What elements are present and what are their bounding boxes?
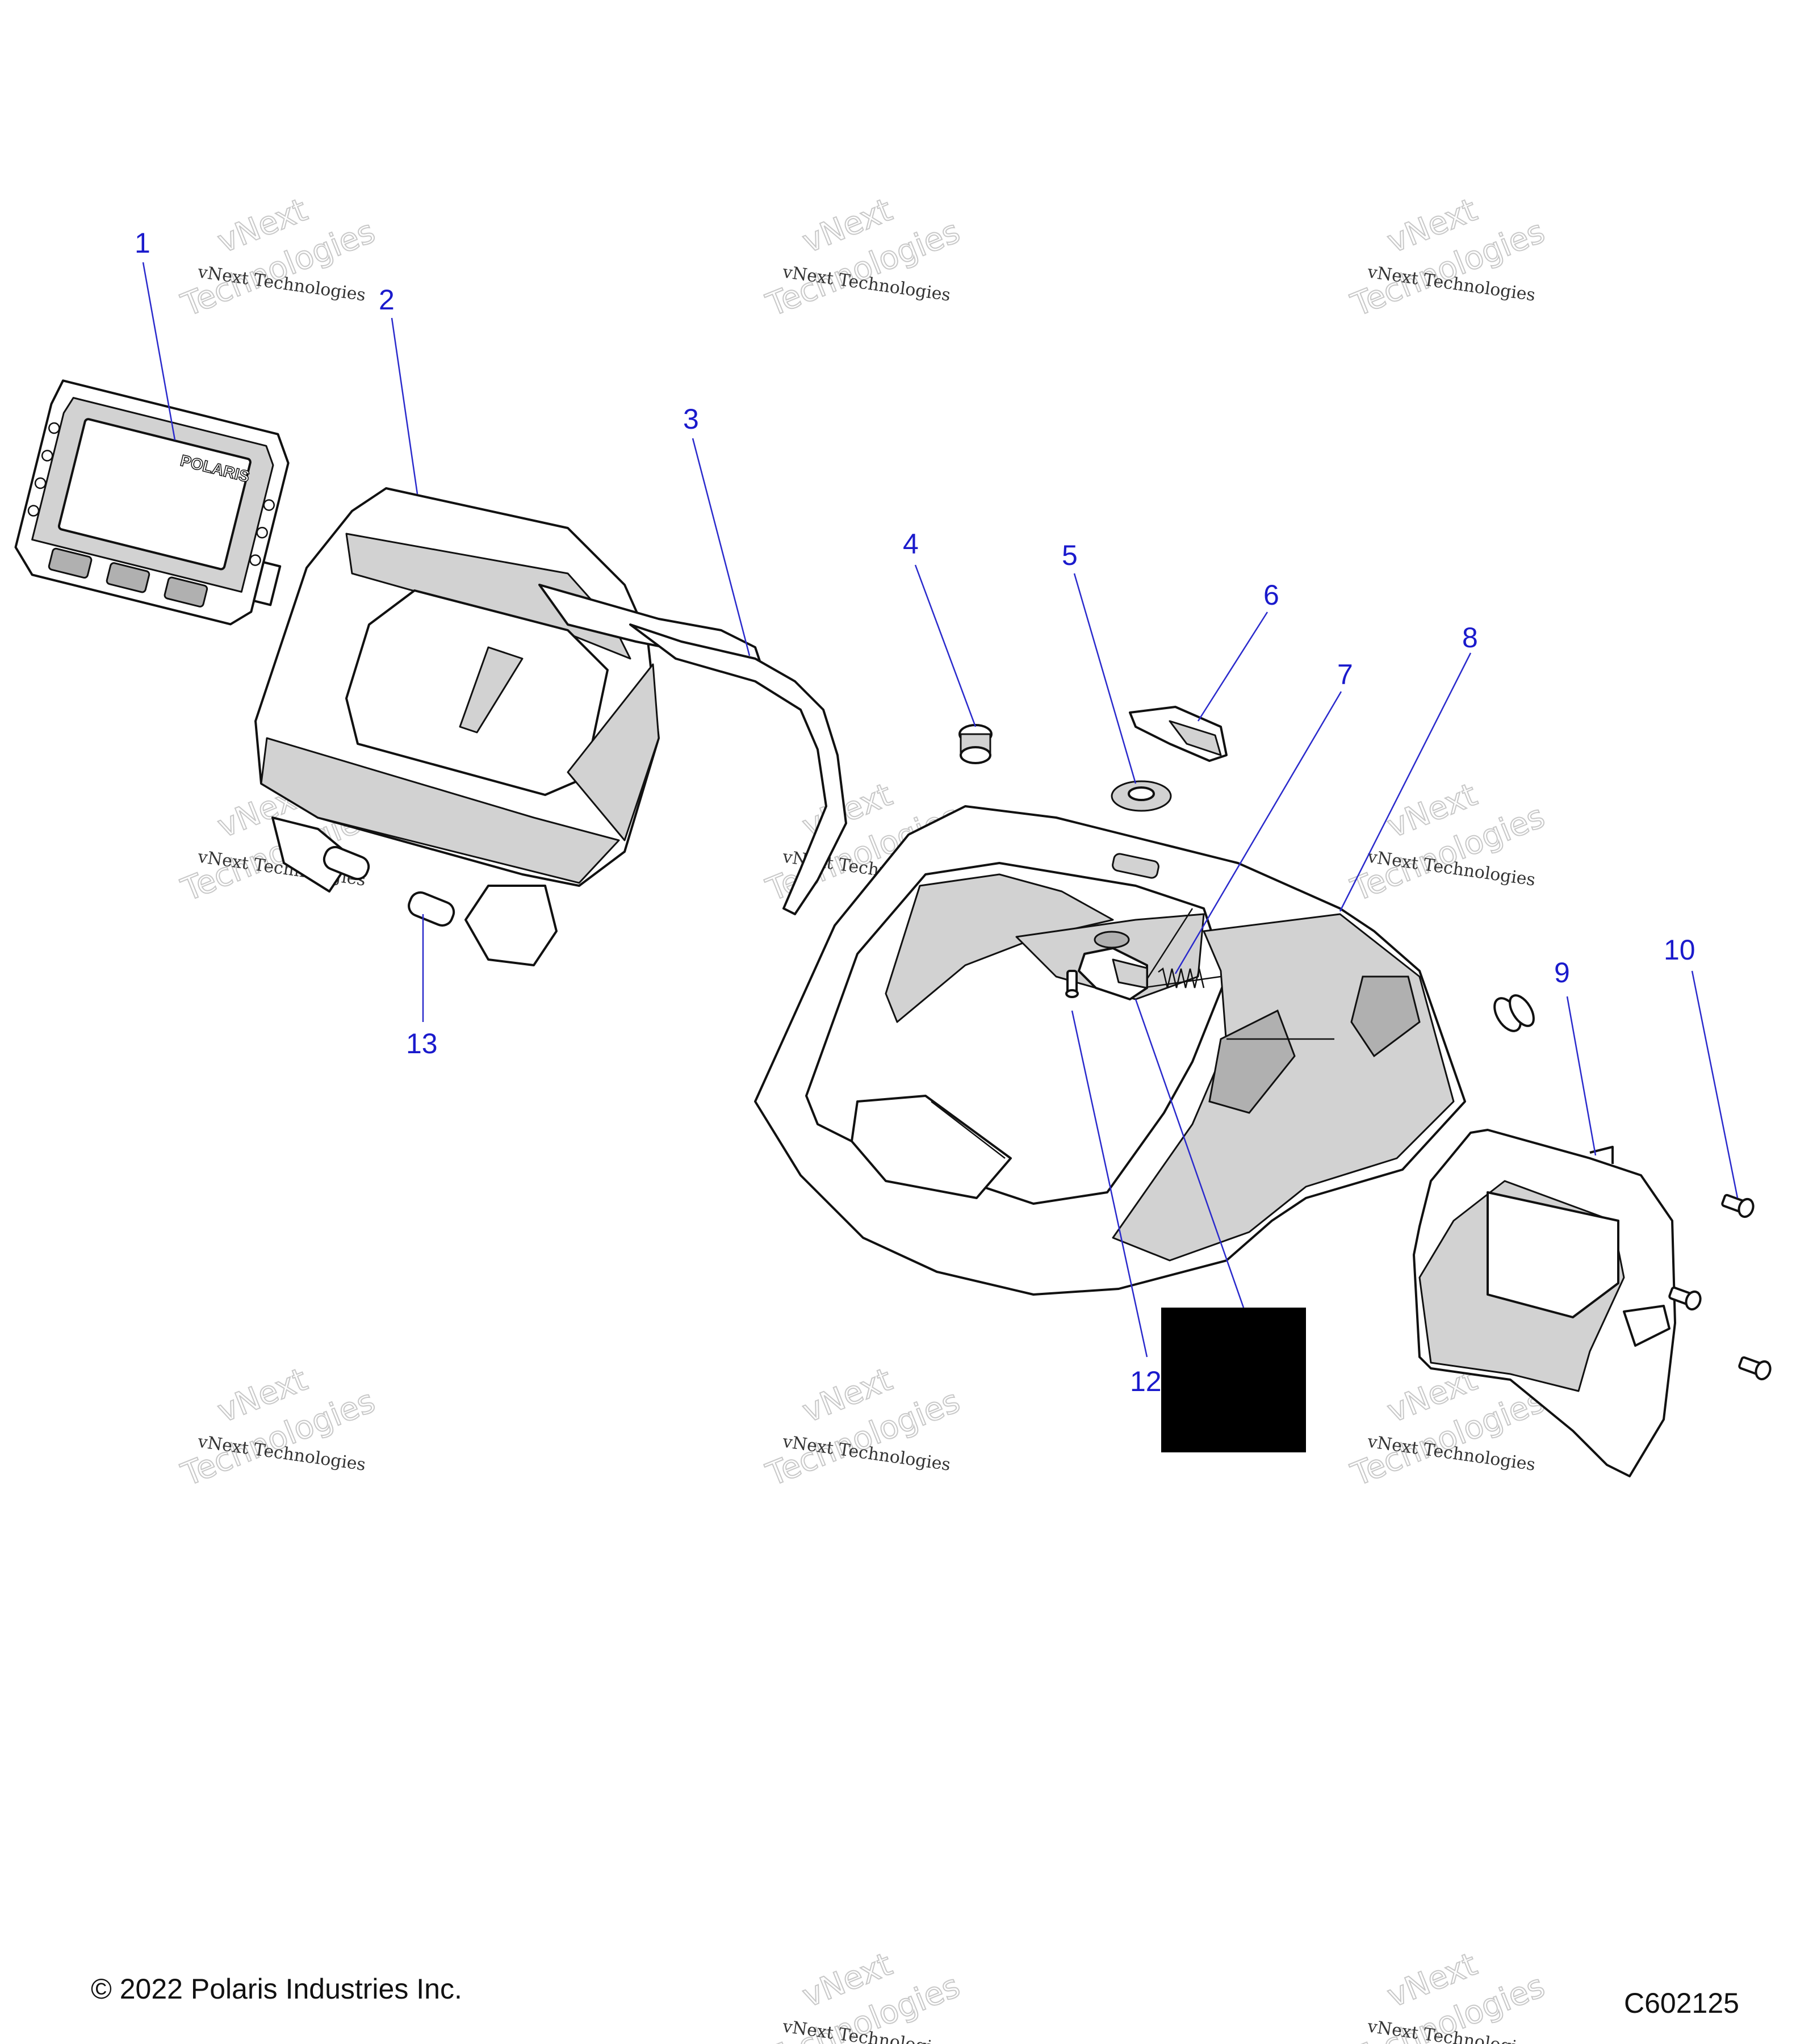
- watermark-top-left: vNext Technologies vNext Technologies: [176, 191, 381, 325]
- part-5-grommet: [1111, 780, 1172, 812]
- callout-7: 7: [1337, 659, 1353, 690]
- part-10-screws: [1668, 1193, 1772, 1381]
- callout-13: 13: [406, 1028, 438, 1059]
- part-8-hood: [754, 805, 1466, 1296]
- part-7-spring: [1158, 967, 1205, 989]
- part-4-plug: [958, 724, 993, 764]
- leader-2: [391, 317, 418, 495]
- part-6-knob: [1129, 706, 1228, 762]
- leader-11: [1134, 999, 1245, 1308]
- callout-9: 9: [1554, 957, 1570, 989]
- callout-4: 4: [903, 528, 919, 560]
- leader-7: [1174, 691, 1342, 974]
- leader-5: [1073, 573, 1137, 784]
- leader-3: [692, 438, 751, 656]
- callout-8: 8: [1462, 622, 1478, 654]
- callout-10: 10: [1664, 934, 1695, 966]
- watermark-bottom-center: vNext Technologies vNext Technologies: [761, 1945, 966, 2044]
- watermark-mid-right: vNext Technologies vNext Technologies: [1346, 776, 1551, 910]
- part-13-pins: [323, 845, 455, 927]
- leader-1: [142, 262, 176, 441]
- watermark-bottom-right: vNext Technologies vNext Technologies: [1346, 1945, 1551, 2044]
- leader-lines: [142, 262, 1739, 1358]
- leader-12: [1071, 1010, 1148, 1358]
- leader-8: [1339, 652, 1472, 912]
- watermark-top-center: vNext Technologies vNext Technologies: [761, 191, 966, 325]
- callout-3: 3: [683, 403, 699, 435]
- watermark-low-center: vNext Technologies vNext Technologies: [761, 1360, 966, 1494]
- leader-4: [914, 564, 977, 727]
- part-9-grommets: [1493, 994, 1535, 1032]
- figure-id: C602125: [1624, 1987, 1739, 2019]
- part-3-seal: [629, 623, 847, 915]
- part-12-screw: [1065, 970, 1079, 998]
- part-9-cover: [1413, 1129, 1676, 1477]
- copyright-text: © 2022 Polaris Industries Inc.: [91, 1973, 462, 2005]
- redaction-box: [1161, 1308, 1306, 1452]
- callout-2: 2: [379, 284, 395, 316]
- watermark-top-right: vNext Technologies vNext Technologies: [1346, 191, 1551, 325]
- leader-6: [1197, 611, 1268, 722]
- callout-5: 5: [1062, 539, 1078, 571]
- part-2-bezel: [254, 487, 762, 966]
- leader-10: [1691, 970, 1739, 1199]
- callout-6: 6: [1263, 579, 1279, 611]
- callout-12: 12: [1130, 1366, 1162, 1397]
- callout-numbers: 1 2 3 4 5 6 7 8 9 10 12 13: [135, 227, 1695, 1397]
- watermark-low-left: vNext Technologies vNext Technologies: [176, 1360, 381, 1494]
- part-11-latch: [1078, 947, 1148, 1000]
- leader-9: [1566, 996, 1597, 1156]
- callout-1: 1: [135, 227, 150, 259]
- part-1-display: POLARIS: [14, 379, 290, 626]
